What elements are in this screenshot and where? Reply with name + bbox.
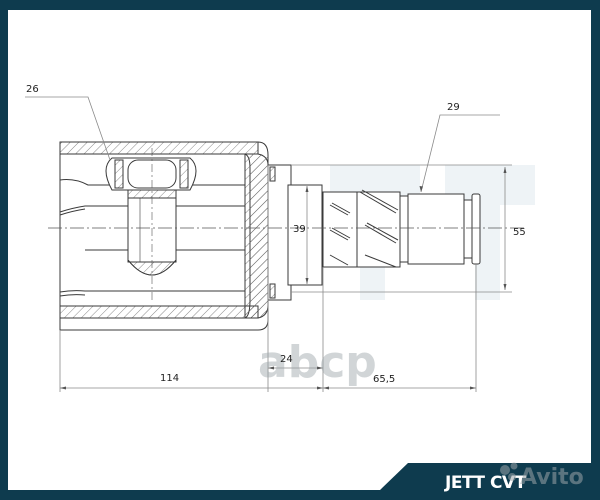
tripod-roller (105, 157, 197, 276)
splined-shaft (322, 189, 481, 268)
abcp-watermark: abcp (258, 337, 377, 388)
dim-114-label: 114 (160, 373, 179, 384)
jett-cvt-logo: JETT CVT (444, 473, 527, 493)
dimension-lines (25, 96, 512, 392)
dim-39-label: 39 (293, 224, 306, 235)
dim-24-label: 24 (280, 354, 293, 365)
dimension-arrows (60, 167, 507, 390)
avito-dots-icon (500, 465, 510, 475)
flange (267, 164, 323, 301)
callout-29-label: 29 (447, 102, 460, 113)
avito-watermark: Avito (500, 462, 584, 490)
callout-26-label: 26 (26, 84, 39, 95)
avito-text: Avito (520, 465, 584, 490)
dim-55-label: 55 (513, 227, 526, 238)
dim-65-5-label: 65,5 (373, 374, 395, 385)
